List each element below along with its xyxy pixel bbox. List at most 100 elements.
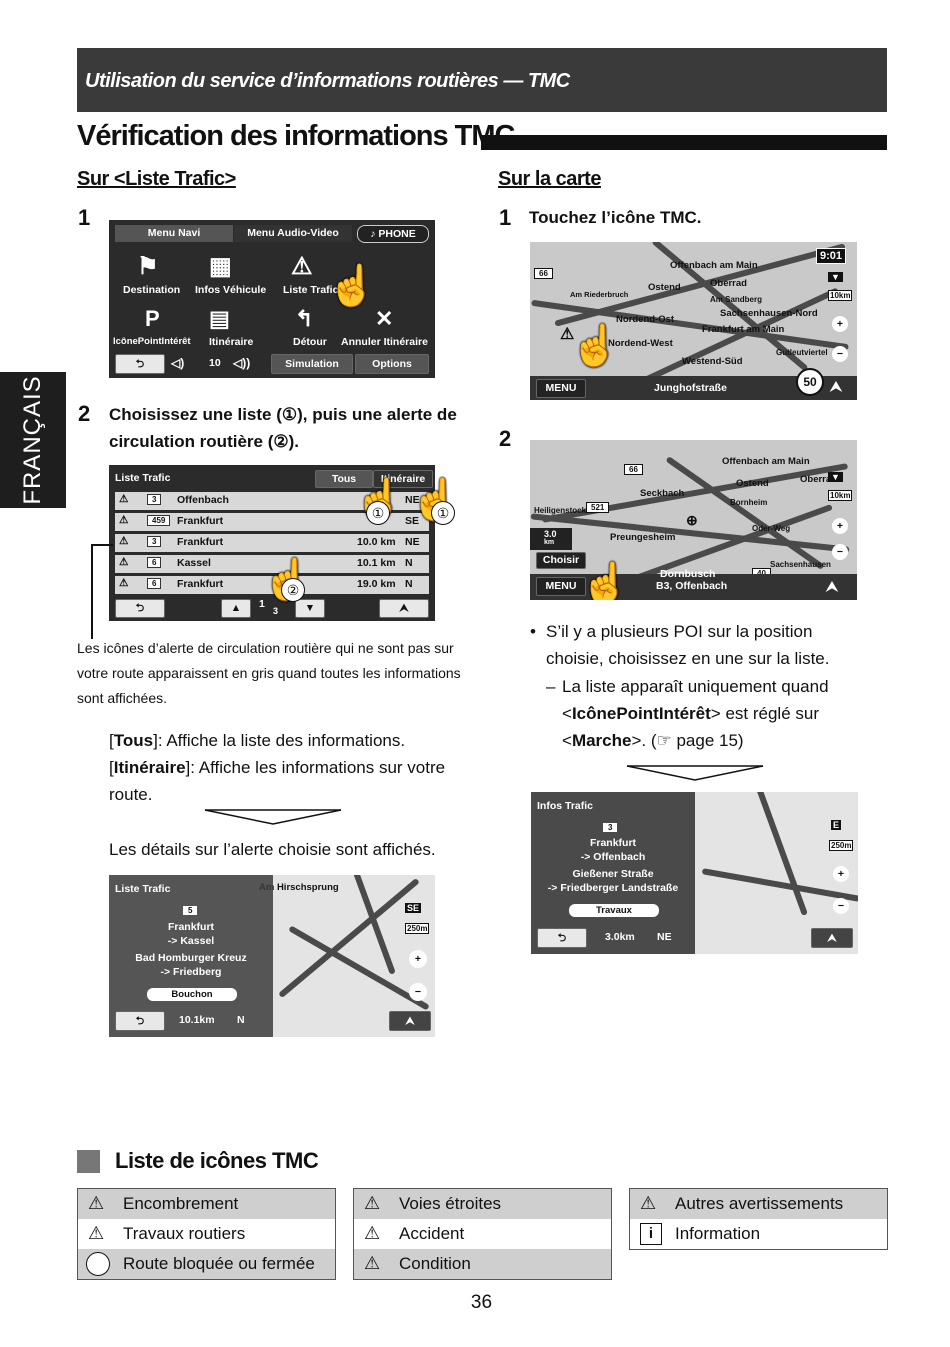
down-chevron-arrow (626, 765, 764, 781)
traffic-row-direction: N (405, 557, 413, 569)
street-line-1: Dornbusch (660, 568, 716, 580)
navigation-map-screen: Offenbach am Main Ostend Oberrad Am Sand… (530, 242, 857, 400)
traffic-detail-screen: Am Hirschsprung Liste Trafic 5 Frankfurt… (109, 875, 435, 1037)
zoom-out-icon[interactable]: − (832, 544, 848, 560)
map-label: Nordend-West (608, 338, 673, 349)
phone-button[interactable]: ♪ PHONE (357, 225, 429, 243)
volume-down-icon[interactable]: ◁) (171, 356, 185, 370)
tab-itineraire[interactable]: Itinéraire (373, 470, 433, 488)
title-rule (481, 135, 887, 150)
clock-display: 9:01 (816, 248, 847, 264)
heading-down-icon[interactable]: ▼ (828, 472, 843, 482)
traffic-row-city: Frankfurt (177, 515, 224, 527)
info-panel (531, 792, 695, 954)
traffic-row-city: Frankfurt (177, 536, 224, 548)
traffic-info-screen: Infos Trafic 3 Frankfurt -> Offenbach Gi… (531, 792, 858, 954)
dash-note-key-1: IcônePointIntérêt (571, 704, 711, 723)
menu-button[interactable]: MENU (536, 379, 586, 398)
legend-column-1: ⚠Encombrement ⚠Travaux routiers Route bl… (77, 1188, 336, 1280)
zoom-out-icon[interactable]: − (409, 983, 427, 1001)
current-street: Junghofstraße (654, 382, 727, 394)
bullet-poi-text: S’il y a plusieurs POI sur la position c… (546, 622, 830, 668)
traffic-row-distance: 19.0 km (357, 578, 396, 590)
detail-distance: 10.1km (179, 1014, 215, 1026)
legend-item: Route bloquée ou fermée (78, 1249, 335, 1279)
right-heading: Sur la carte (498, 168, 601, 190)
desc-itin-text: : Affiche les informations sur votre rou… (109, 758, 446, 804)
menu-route-button[interactable]: Itinéraire (209, 336, 254, 348)
back-button[interactable]: ⮌ (115, 599, 165, 618)
tab-menu-audio-video[interactable]: Menu Audio-Video (234, 225, 352, 242)
back-button[interactable]: ⮌ (537, 928, 587, 948)
menu-poi-button[interactable]: IcônePointIntérêt (113, 336, 191, 347)
road-number: 6 (147, 578, 162, 589)
map-label: Sachsenhausen (770, 560, 831, 569)
traffic-row[interactable]: ⚠ 3 Frankfurt 10.0 km NE (115, 534, 429, 552)
route-icon: ▤ (209, 306, 230, 331)
detail-road-number: 5 (183, 906, 198, 915)
navigation-map-select-screen: Offenbach am Main Seckbach Ostend Oberra… (530, 440, 857, 600)
legend-item: ⚠Autres avertissements (630, 1189, 887, 1219)
choose-button[interactable]: Choisir (536, 552, 586, 569)
zoom-in-icon[interactable]: + (832, 316, 848, 332)
compass-badge: E (831, 820, 842, 830)
condition-icon: ⚠ (364, 1253, 381, 1273)
menu-traffic-list-button[interactable]: Liste Trafic (283, 284, 339, 296)
simulation-button[interactable]: Simulation (271, 354, 353, 374)
page-up-button[interactable]: ▲ (221, 599, 251, 618)
zoom-out-icon[interactable]: − (832, 346, 848, 362)
menu-button[interactable]: MENU (536, 577, 586, 596)
zoom-in-icon[interactable]: + (832, 518, 848, 534)
triangle-up-icon: ▲ (230, 602, 242, 614)
menu-vehicle-info-button[interactable]: Infos Véhicule (195, 284, 267, 296)
section-header: Utilisation du service d’informations ro… (77, 48, 887, 112)
traffic-row[interactable]: ⚠ 459 Frankfurt SE (115, 513, 429, 531)
zoom-in-icon[interactable]: + (409, 950, 427, 968)
volume-up-icon[interactable]: ◁)) (233, 356, 251, 370)
current-position-button[interactable]: ⮝ (389, 1011, 431, 1031)
zoom-in-icon[interactable]: + (833, 866, 849, 882)
dash-note-part-3: >. (☞ page 15) (631, 731, 744, 750)
desc-tous-key: Tous (113, 731, 154, 750)
tmc-icon[interactable]: ⚠ (560, 326, 575, 343)
distance-value: 3.0 (544, 529, 557, 539)
heading-down-icon[interactable]: ▼ (828, 272, 843, 282)
dash-note-part-1: La liste apparaît uniquement quand < (562, 677, 829, 723)
menu-detour-button[interactable]: Détour (293, 336, 327, 348)
map-label: Frankfurt am Main (702, 324, 785, 335)
back-button[interactable]: ⮌ (115, 354, 165, 374)
menu-cancel-route-button[interactable]: Annuler Itinéraire (341, 336, 428, 348)
traffic-row[interactable]: ⚠ 6 Frankfurt 19.0 km N (115, 576, 429, 594)
options-button[interactable]: Options (355, 354, 429, 374)
traffic-row-direction: N (405, 578, 413, 590)
map-label: Offenbach am Main (722, 456, 810, 467)
pointing-hand-icon: ☝ (327, 264, 377, 308)
detail-status-badge: Bouchon (147, 988, 237, 1001)
current-position-button[interactable]: ⮝ (811, 928, 853, 948)
page-down-button[interactable]: ▼ (295, 599, 325, 618)
desc-tous-text: : Affiche la liste des informations. (157, 731, 406, 750)
legend-item: ⚠Travaux routiers (78, 1219, 335, 1249)
traffic-alert-icon: ⚠ (119, 493, 129, 505)
triangle-down-icon: ▼ (304, 602, 316, 614)
detail-panel (109, 875, 273, 1037)
tab-menu-navi[interactable]: Menu Navi (115, 225, 233, 242)
callout-marker-2: ② (281, 578, 305, 602)
info-line-3: Gießener Straße (572, 868, 654, 880)
menu-destination-button[interactable]: Destination (123, 284, 181, 296)
map-label: Seckbach (640, 488, 685, 499)
traffic-row[interactable]: ⚠ 3 Offenbach NE (115, 492, 429, 510)
back-button[interactable]: ⮌ (115, 1011, 165, 1031)
legend-item-label: Condition (399, 1254, 471, 1273)
tab-tous[interactable]: Tous (315, 470, 373, 488)
navigation-arrow-icon: ⮝ (405, 1015, 415, 1027)
map-button[interactable]: ⮝ (379, 599, 429, 618)
map-label: Am Riederbruch (570, 290, 629, 299)
back-arrow-icon: ⮌ (135, 358, 145, 370)
traffic-row-city: Frankfurt (177, 578, 224, 590)
zoom-out-icon[interactable]: − (833, 898, 849, 914)
road-number: 459 (147, 515, 171, 526)
traffic-row[interactable]: ⚠ 6 Kassel 10.1 km N (115, 555, 429, 573)
map-road (278, 877, 420, 999)
